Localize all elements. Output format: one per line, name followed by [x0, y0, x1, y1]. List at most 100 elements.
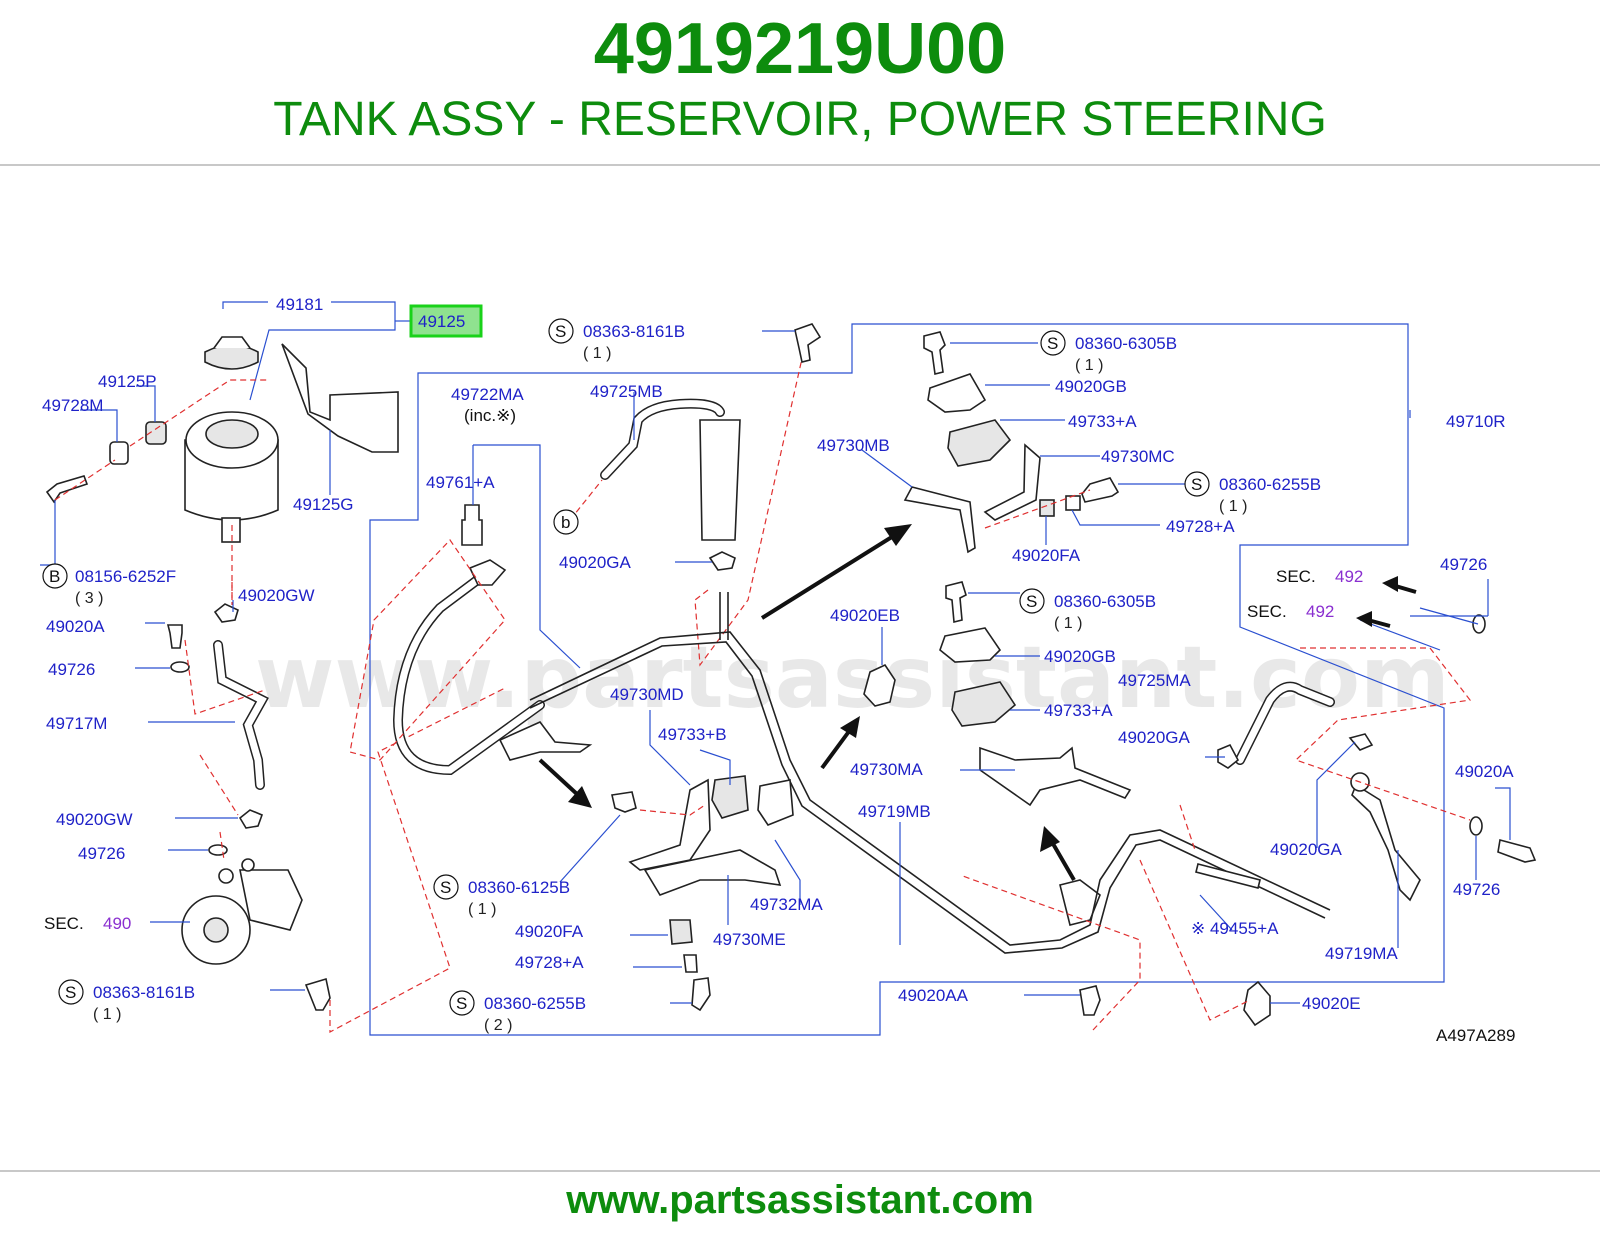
footer-url[interactable]: www.partsassistant.com: [566, 1178, 1034, 1222]
hose-clip-upper: [213, 603, 239, 623]
label-08360-6255b-lower[interactable]: 08360-6255B: [484, 994, 586, 1013]
hose-clip-49020ga-mid: [1217, 743, 1240, 769]
clip-49020e: [1243, 980, 1271, 1027]
label-49732ma[interactable]: 49732MA: [750, 895, 823, 914]
label-49125g[interactable]: 49125G: [293, 495, 354, 514]
sec-490-text: SEC.: [44, 914, 84, 933]
label-49728a-upper[interactable]: 49728+A: [1166, 517, 1235, 536]
tube-assembly-49719mb: [529, 631, 1331, 946]
label-08363-8161b-upper[interactable]: 08363-8161B: [583, 322, 685, 341]
grommet-49020fa-lower: [669, 919, 693, 945]
label-49730me[interactable]: 49730ME: [713, 930, 786, 949]
bracket-49730me: [643, 849, 782, 896]
bracket-49730mc: [983, 443, 1041, 521]
label-08156-6252f[interactable]: 08156-6252F: [75, 567, 176, 586]
marker-s-4: S: [1191, 475, 1202, 494]
label-49730md[interactable]: 49730MD: [610, 685, 684, 704]
sec-490-link[interactable]: 490: [103, 914, 131, 933]
marker-s-7: S: [456, 994, 467, 1013]
label-08360-6305b-mid[interactable]: 08360-6305B: [1054, 592, 1156, 611]
bracket-49730ma: [979, 746, 1132, 807]
label-49020gb-lower[interactable]: 49020GB: [1044, 647, 1116, 666]
label-49020a-left[interactable]: 49020A: [46, 617, 105, 636]
tube-clamp: [1059, 879, 1101, 926]
bolt-08156: [45, 475, 89, 504]
label-49733b[interactable]: 49733+B: [658, 725, 727, 744]
label-49717m[interactable]: 49717M: [46, 714, 107, 733]
sec-492-a-link[interactable]: 492: [1335, 567, 1363, 586]
part-description: TANK ASSY - RESERVOIR, POWER STEERING: [273, 93, 1327, 146]
label-08360-6305b-upper[interactable]: 08360-6305B: [1075, 334, 1177, 353]
label-49725mb[interactable]: 49725MB: [590, 382, 663, 401]
hose-fitting-top: [468, 559, 507, 586]
label-49455a[interactable]: ※ 49455+A: [1191, 919, 1279, 938]
label-49020gw-lower[interactable]: 49020GW: [56, 810, 133, 829]
bolt-08363-lower: [304, 977, 331, 1011]
sensor-49455a: [1195, 863, 1261, 889]
label-08360-6125b[interactable]: 08360-6125B: [468, 878, 570, 897]
label-49020a-right[interactable]: 49020A: [1455, 762, 1514, 781]
label-49020aa[interactable]: 49020AA: [898, 986, 969, 1005]
parts-diagram: www.partsassistant.com: [40, 295, 1537, 1045]
screw-marker-s-3: [1040, 330, 1066, 356]
sec-492-b-text: SEC.: [1247, 602, 1287, 621]
bolt-49020a-left: [166, 624, 183, 649]
screw-marker-s-7: [449, 990, 475, 1016]
hose-clip-49020ga-top: [708, 551, 736, 571]
highlight-box-49125[interactable]: [409, 304, 483, 338]
label-49733a-upper[interactable]: 49733+A: [1068, 412, 1137, 431]
label-49020ga-top[interactable]: 49020GA: [559, 553, 631, 572]
label-49020fa-upper[interactable]: 49020FA: [1012, 546, 1081, 565]
label-49181[interactable]: 49181: [276, 295, 323, 314]
label-49020e[interactable]: 49020E: [1302, 994, 1361, 1013]
label-08363-8161b-lower[interactable]: 08363-8161B: [93, 983, 195, 1002]
label-08360-6255b-upper[interactable]: 08360-6255B: [1219, 475, 1321, 494]
label-49719mb[interactable]: 49719MB: [858, 802, 931, 821]
inc-note: (inc.※): [464, 406, 516, 425]
label-49761a[interactable]: 49761+A: [426, 473, 495, 492]
label-49726-a[interactable]: 49726: [48, 660, 95, 679]
label-49719ma[interactable]: 49719MA: [1325, 944, 1398, 963]
collar-49728a-upper: [1065, 495, 1081, 511]
label-49020fa-lower[interactable]: 49020FA: [515, 922, 584, 941]
qty-08363-lower: ( 1 ): [93, 1006, 121, 1023]
footer-divider: [0, 1170, 1600, 1172]
hose-clip-lower: [238, 809, 264, 829]
bolt-49020a-right: [1497, 839, 1537, 863]
bolt-49020aa: [1079, 985, 1101, 1016]
label-49728a-lower[interactable]: 49728+A: [515, 953, 584, 972]
sec-492-b-link[interactable]: 492: [1306, 602, 1334, 621]
insulator-49733b: [711, 775, 749, 819]
washer-49726-c: [1472, 614, 1486, 634]
tube-bracket-left: [498, 721, 593, 761]
label-49710r[interactable]: 49710R: [1446, 412, 1506, 431]
label-49726-b[interactable]: 49726: [78, 844, 125, 863]
bolt-08360-6125b: [611, 791, 637, 813]
screw-marker-s-5: [1019, 588, 1045, 614]
tube-49719ma: [1351, 783, 1421, 902]
label-49020ga-mid[interactable]: 49020GA: [1118, 728, 1190, 747]
label-49726-d[interactable]: 49726: [1453, 880, 1500, 899]
label-49722ma[interactable]: 49722MA: [451, 385, 524, 404]
label-49730mb[interactable]: 49730MB: [817, 436, 890, 455]
ref-b-marker: [553, 509, 579, 535]
label-49125-highlighted[interactable]: 49125: [418, 312, 465, 331]
label-49733a-lower[interactable]: 49733+A: [1044, 701, 1113, 720]
label-49125p[interactable]: 49125P: [98, 372, 157, 391]
clip-49020eb: [863, 663, 896, 707]
marker-s-5: S: [1026, 592, 1037, 611]
label-49730mc[interactable]: 49730MC: [1101, 447, 1175, 466]
label-49020gb-upper[interactable]: 49020GB: [1055, 377, 1127, 396]
label-49020ga-right[interactable]: 49020GA: [1270, 840, 1342, 859]
label-49020eb[interactable]: 49020EB: [830, 606, 900, 625]
label-49725ma[interactable]: 49725MA: [1118, 671, 1191, 690]
bracket-49730md: [628, 778, 711, 871]
bolt-08363-upper: [794, 323, 822, 363]
screw-marker-s-6: [433, 874, 459, 900]
page-header: 4919219U00 TANK ASSY - RESERVOIR, POWER …: [0, 0, 1600, 168]
label-49730ma[interactable]: 49730MA: [850, 760, 923, 779]
collar-49728a-lower: [683, 954, 698, 973]
label-49726-c[interactable]: 49726: [1440, 555, 1487, 574]
label-49020gw-upper[interactable]: 49020GW: [238, 586, 315, 605]
label-49728m[interactable]: 49728M: [42, 396, 103, 415]
